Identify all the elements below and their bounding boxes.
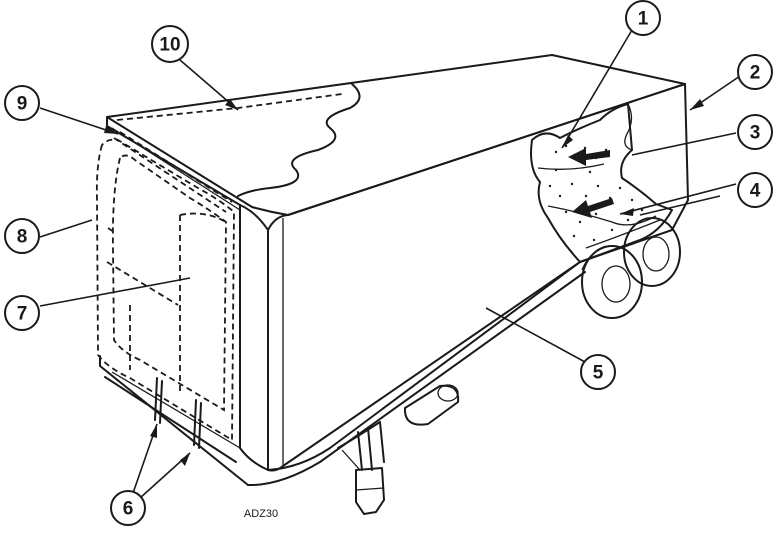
callout-7-label: 7 <box>17 304 28 325</box>
insulation-dots <box>548 144 644 242</box>
callout-7: 7 <box>4 295 40 331</box>
callout-4-label: 4 <box>750 181 761 202</box>
callout-3: 3 <box>737 114 773 150</box>
callout-1: 1 <box>625 0 661 36</box>
callout-10-label: 10 <box>159 35 180 56</box>
drawing-code: ADZ30 <box>244 508 278 520</box>
leader-3 <box>631 132 737 156</box>
callout-6-label: 6 <box>123 499 134 520</box>
leader-lines <box>39 29 741 499</box>
callout-9: 9 <box>4 85 40 121</box>
front-bulkhead-dashed <box>95 138 235 442</box>
airflow-arrow-lower <box>572 198 614 218</box>
callout-4: 4 <box>737 172 773 208</box>
callout-2-label: 2 <box>750 63 761 84</box>
callout-6: 6 <box>110 490 146 526</box>
callout-5: 5 <box>580 354 616 390</box>
leader-4 <box>619 183 737 215</box>
leader-1 <box>561 29 633 149</box>
rear-wheels <box>581 217 681 319</box>
callout-2: 2 <box>737 54 773 90</box>
leader-8 <box>39 219 93 238</box>
rear-cutaway <box>530 103 673 263</box>
leader-5 <box>485 307 597 369</box>
callout-8: 8 <box>4 218 40 254</box>
landing-gear <box>337 421 385 515</box>
callout-10: 10 <box>151 25 189 63</box>
trailer-body <box>95 54 689 515</box>
airflow-arrow-upper <box>568 148 610 166</box>
callout-3-label: 3 <box>750 123 761 144</box>
callout-5-label: 5 <box>593 363 604 384</box>
leader-7 <box>39 277 191 307</box>
callout-8-label: 8 <box>17 227 28 248</box>
callout-9-label: 9 <box>17 94 28 115</box>
roof-cutaway <box>237 83 361 197</box>
bulkhead-panel-dashed <box>111 154 227 412</box>
roof-liner-dashed <box>116 93 343 121</box>
callout-1-label: 1 <box>638 9 649 30</box>
fuel-tank <box>403 384 460 426</box>
